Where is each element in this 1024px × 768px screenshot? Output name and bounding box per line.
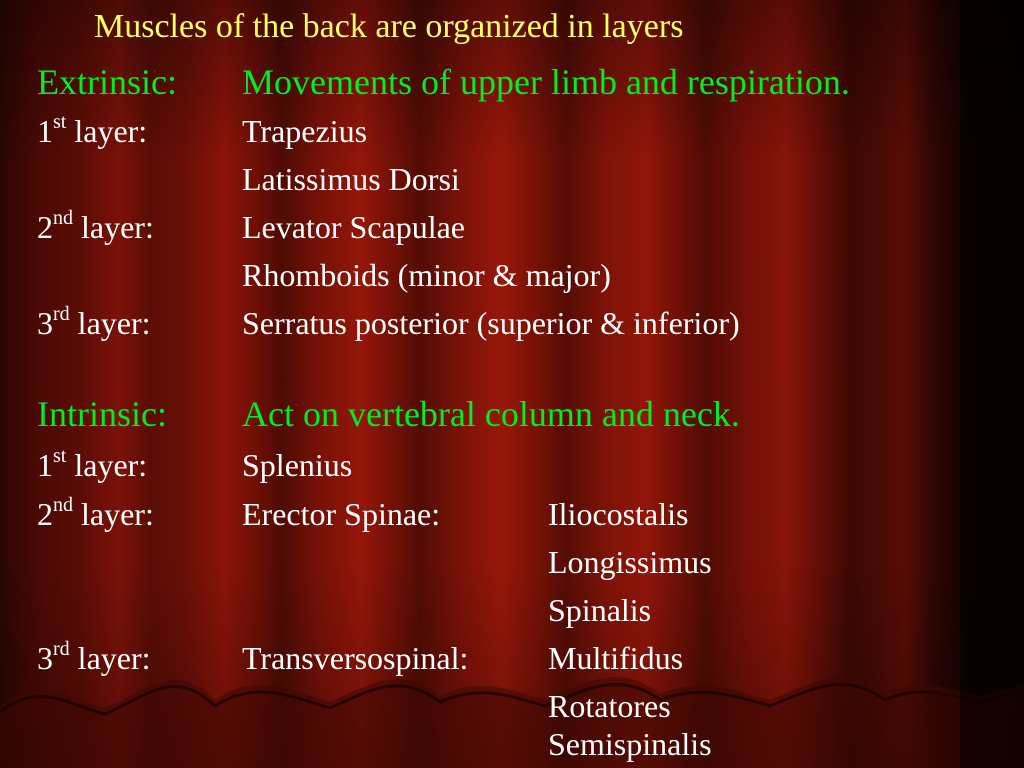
layer-label: 3rd layer:	[37, 638, 151, 676]
slide-title: Muscles of the back are organized in lay…	[94, 8, 684, 45]
layer-label: 2nd layer:	[37, 207, 154, 245]
intrinsic-layer-3: 3rd layer: Transversospinal: Multifidus	[0, 634, 1024, 682]
layer-label: 3rd layer:	[37, 303, 151, 341]
muscle-name: Latissimus Dorsi	[242, 161, 460, 197]
intrinsic-layer-3-continued: Semispinalis	[0, 720, 1024, 768]
muscle-group: Splenius	[242, 447, 353, 483]
layer-label: 2nd layer:	[37, 494, 154, 532]
muscle-group: Transversospinal:	[242, 640, 469, 676]
muscle-group: Erector Spinae:	[242, 496, 441, 532]
muscle-name: Spinalis	[548, 592, 652, 628]
extrinsic-label: Extrinsic:	[37, 62, 177, 102]
intrinsic-layer-3-continued: Rotatores	[0, 682, 1024, 730]
muscle-name: Semispinalis	[548, 726, 712, 762]
extrinsic-layer-2-continued: Rhomboids (minor & major)	[0, 251, 1024, 299]
muscle-name: Rhomboids (minor & major)	[242, 257, 611, 293]
extrinsic-description: Movements of upper limb and respiration.	[242, 62, 850, 102]
layer-label: 1st layer:	[37, 111, 148, 149]
extrinsic-layer-1: 1st layer: Trapezius	[0, 107, 1024, 155]
muscle-name: Levator Scapulae	[242, 209, 465, 245]
intrinsic-description: Act on vertebral column and neck.	[242, 394, 740, 434]
intrinsic-label: Intrinsic:	[37, 394, 167, 434]
muscle-name: Longissimus	[548, 544, 712, 580]
intrinsic-layer-1: 1st layer: Splenius	[0, 441, 1024, 489]
extrinsic-layer-3: 3rd layer: Serratus posterior (superior …	[0, 299, 1024, 347]
intrinsic-heading: Intrinsic: Act on vertebral column and n…	[0, 390, 1024, 438]
muscle-name: Trapezius	[242, 113, 368, 149]
muscle-name: Multifidus	[548, 640, 684, 676]
muscle-name: Iliocostalis	[548, 496, 689, 532]
intrinsic-layer-2-continued: Longissimus	[0, 538, 1024, 586]
layer-label: 1st layer:	[37, 445, 148, 483]
muscle-name: Serratus posterior (superior & inferior)	[242, 305, 740, 341]
extrinsic-layer-1-continued: Latissimus Dorsi	[0, 155, 1024, 203]
extrinsic-layer-2: 2nd layer: Levator Scapulae	[0, 203, 1024, 251]
intrinsic-layer-2-continued: Spinalis	[0, 586, 1024, 634]
muscle-name: Rotatores	[548, 688, 671, 724]
intrinsic-layer-2: 2nd layer: Erector Spinae: Iliocostalis	[0, 490, 1024, 538]
extrinsic-heading: Extrinsic: Movements of upper limb and r…	[0, 58, 1024, 106]
